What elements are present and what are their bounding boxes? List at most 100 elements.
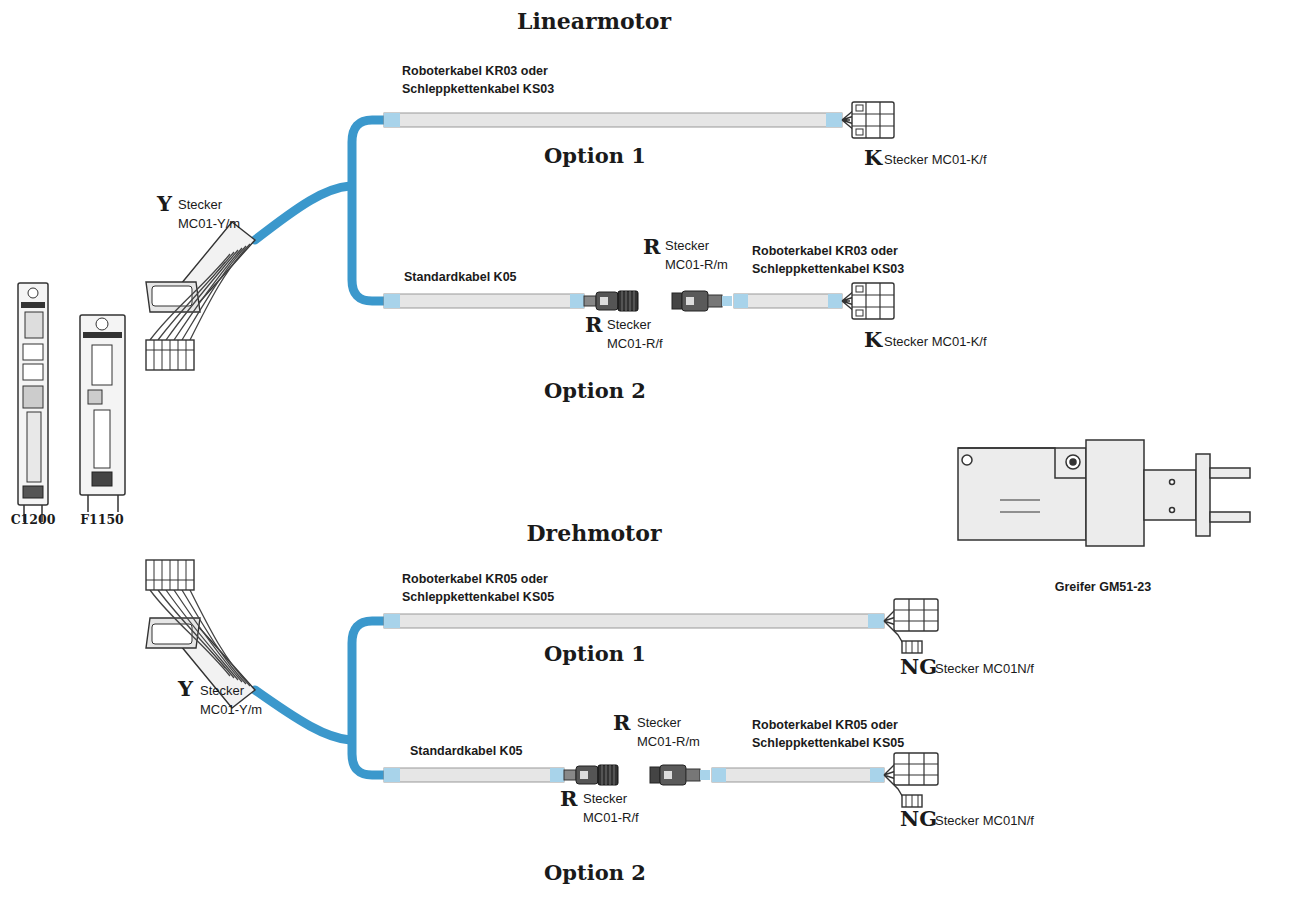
cable-bar bbox=[550, 768, 564, 782]
gripper-illustration bbox=[1144, 470, 1196, 520]
cable-bar bbox=[734, 294, 842, 308]
drive-c1200 bbox=[21, 302, 45, 308]
drive-c1200 bbox=[28, 288, 38, 298]
cable-bar bbox=[384, 113, 842, 308]
blue-cable bbox=[255, 621, 384, 775]
option-label: Option 2 bbox=[544, 378, 646, 403]
cable-bar bbox=[712, 768, 884, 782]
connector-letter: K bbox=[864, 147, 882, 168]
cable-illustration bbox=[884, 753, 938, 807]
drive-f1150 bbox=[80, 315, 125, 512]
part-name: Standardkabel K05 bbox=[410, 744, 523, 759]
drive-c1200 bbox=[23, 364, 43, 380]
connector-letter: R bbox=[585, 314, 602, 335]
device-name: F1150 bbox=[80, 512, 124, 527]
drive-c1200 bbox=[18, 283, 48, 522]
cable-bar bbox=[384, 614, 884, 628]
gripper-illustration bbox=[1066, 455, 1080, 469]
option-label: Option 1 bbox=[544, 143, 646, 168]
gripper-illustration bbox=[1170, 480, 1175, 485]
cable-illustration bbox=[146, 222, 255, 370]
connector-label: Stecker MC01N/f bbox=[935, 813, 1034, 829]
gripper-illustration bbox=[962, 455, 972, 465]
cable-bar bbox=[384, 768, 400, 782]
drive-f1150 bbox=[80, 315, 125, 495]
cable-label: Roboterkabel KR03 oder Schleppkettenkabe… bbox=[402, 62, 592, 98]
cable-bar bbox=[384, 294, 584, 308]
blue-cable bbox=[352, 621, 384, 775]
cable-illustration bbox=[842, 283, 894, 319]
drive-f1150 bbox=[92, 345, 112, 385]
cable-bar bbox=[570, 294, 584, 308]
gripper-illustration bbox=[1196, 454, 1210, 536]
cable-bar bbox=[826, 113, 842, 127]
cable-bar bbox=[384, 294, 400, 308]
connector-label: Stecker MC01-K/f bbox=[884, 334, 987, 350]
cable-bar bbox=[384, 113, 842, 127]
connector-label: Stecker MC01-K/f bbox=[884, 152, 987, 168]
cable-bar bbox=[712, 768, 726, 782]
connector-label: Stecker MC01-R/f bbox=[607, 316, 681, 354]
cable-illustration bbox=[884, 599, 938, 653]
connector-letter: K bbox=[864, 329, 882, 350]
section-heading: Drehmotor bbox=[526, 520, 661, 546]
cable-illustration bbox=[564, 765, 618, 785]
cable-bar bbox=[384, 614, 400, 628]
cable-bar bbox=[868, 614, 884, 628]
cable-illustration bbox=[584, 291, 638, 311]
gripper-illustration bbox=[958, 440, 1250, 546]
cable-illustration bbox=[842, 102, 894, 138]
cable-bar bbox=[870, 768, 884, 782]
drive-c1200 bbox=[23, 344, 43, 360]
cable-bar bbox=[384, 614, 884, 782]
drive-c1200 bbox=[23, 486, 43, 498]
drive-f1150 bbox=[92, 472, 112, 486]
section-heading: Linearmotor bbox=[517, 8, 671, 34]
connector-label: Stecker MC01N/f bbox=[935, 661, 1034, 677]
part-name: Standardkabel K05 bbox=[404, 270, 517, 285]
connector-letter: Y bbox=[157, 193, 172, 214]
cable-illustration bbox=[650, 765, 710, 785]
drive-f1150 bbox=[94, 410, 110, 468]
cable-bar bbox=[828, 294, 842, 308]
blue-cable bbox=[255, 120, 384, 301]
option-label: Option 1 bbox=[544, 641, 646, 666]
part-name: Greifer GM51-23 bbox=[1055, 580, 1152, 595]
connector-letter: NG bbox=[900, 808, 937, 829]
gripper-illustration bbox=[1000, 500, 1040, 512]
cable-bar bbox=[384, 768, 564, 782]
device-name: C1200 bbox=[11, 512, 56, 527]
connector-letter: R bbox=[560, 788, 577, 809]
cable-label: Roboterkabel KR05 oder Schleppkettenkabe… bbox=[752, 716, 942, 752]
cable-bar bbox=[734, 294, 748, 308]
connector-letter: NG bbox=[900, 656, 937, 677]
drive-f1150 bbox=[83, 332, 122, 338]
cable-bar bbox=[384, 113, 400, 127]
blue-cable bbox=[352, 120, 384, 301]
connector-label: Stecker MC01-R/m bbox=[665, 237, 739, 275]
gripper-illustration bbox=[1210, 468, 1250, 478]
cable-label: Roboterkabel KR03 oder Schleppkettenkabe… bbox=[752, 242, 942, 278]
connector-letter: Y bbox=[178, 678, 193, 699]
gripper-illustration bbox=[958, 448, 1086, 540]
drive-f1150 bbox=[96, 318, 108, 330]
blue-cable bbox=[255, 690, 350, 740]
blue-cable bbox=[255, 186, 350, 240]
connector-letter: R bbox=[643, 236, 660, 257]
connector-label: Stecker MC01-R/f bbox=[583, 790, 657, 828]
cable-illustration bbox=[672, 291, 732, 311]
drive-c1200 bbox=[18, 283, 48, 505]
drive-f1150 bbox=[88, 390, 102, 404]
cable-label: Roboterkabel KR05 oder Schleppkettenkabe… bbox=[402, 570, 592, 606]
option-label: Option 2 bbox=[544, 860, 646, 885]
connector-label: Stecker MC01-Y/m bbox=[178, 196, 252, 234]
gripper-illustration bbox=[1170, 508, 1175, 513]
connector-label: Stecker MC01-Y/m bbox=[200, 682, 274, 720]
connector-label: Stecker MC01-R/m bbox=[637, 714, 711, 752]
gripper-illustration bbox=[1210, 512, 1250, 522]
drive-c1200 bbox=[25, 312, 43, 338]
gripper-illustration bbox=[1086, 440, 1144, 546]
drive-c1200 bbox=[23, 386, 43, 408]
drive-f1150 bbox=[88, 495, 118, 512]
